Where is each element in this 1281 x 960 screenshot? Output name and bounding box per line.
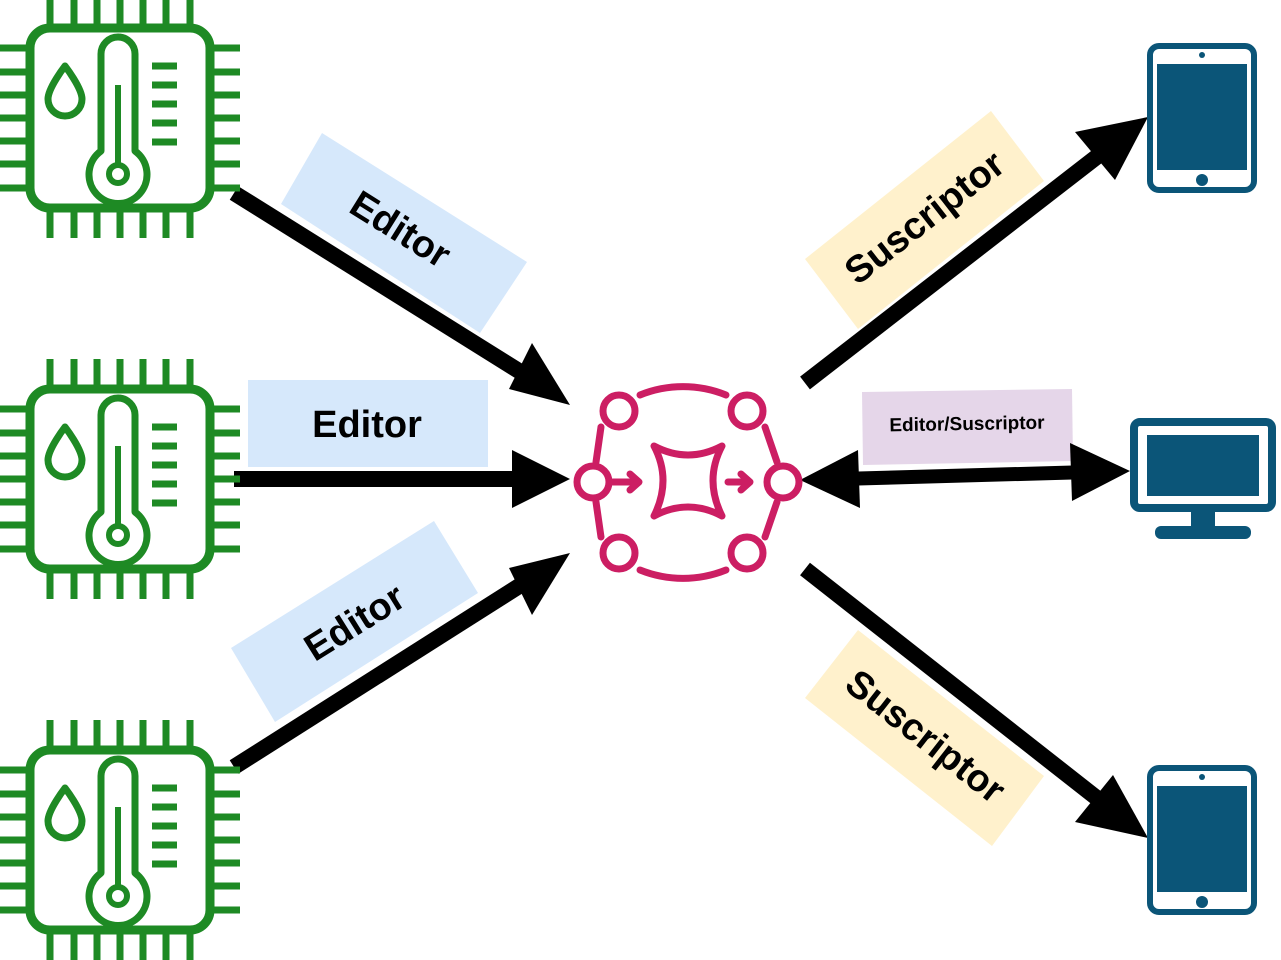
- desktop-monitor-icon: [1134, 422, 1272, 539]
- editor-middle-label: Editor: [312, 403, 422, 446]
- arrow-broker-monitor-bidirectional: [839, 465, 1091, 486]
- arrowhead-sensor3: [509, 553, 570, 615]
- editor-bottom-label-bg: [231, 521, 478, 722]
- subscriber-bottom-label-bg: [805, 630, 1044, 846]
- editor-subscriber-label: Editor/Suscriptor: [889, 412, 1045, 437]
- tablet-icon: [1150, 46, 1254, 190]
- tablet-icon: [1150, 768, 1254, 912]
- arrow-broker-to-tablet-top: [800, 138, 1117, 390]
- arrowhead-sensor1: [509, 343, 570, 405]
- message-broker-icon: [573, 383, 803, 582]
- arrowhead-tablet-bottom: [1075, 775, 1148, 838]
- editor-middle-label-bg: [248, 380, 488, 467]
- arrowhead-broker-side: [800, 450, 860, 508]
- arrowhead-monitor-side: [1070, 443, 1130, 501]
- temperature-sensor-chip-icon: [0, 0, 240, 238]
- arrowhead-sensor2: [512, 450, 570, 508]
- subscriber-top-label-bg: [805, 111, 1044, 329]
- editor-subscriber-label-bg: [862, 389, 1073, 465]
- temperature-sensor-chip-icon: [0, 359, 240, 599]
- editor-top-label-bg: [281, 133, 527, 333]
- arrowhead-tablet-top: [1075, 117, 1148, 180]
- arrow-sensor1-to-broker: [229, 186, 540, 388]
- arrow-broker-to-tablet-bottom: [800, 562, 1117, 817]
- temperature-sensor-chip-icon: [0, 720, 240, 960]
- arrow-sensor3-to-broker: [229, 569, 540, 774]
